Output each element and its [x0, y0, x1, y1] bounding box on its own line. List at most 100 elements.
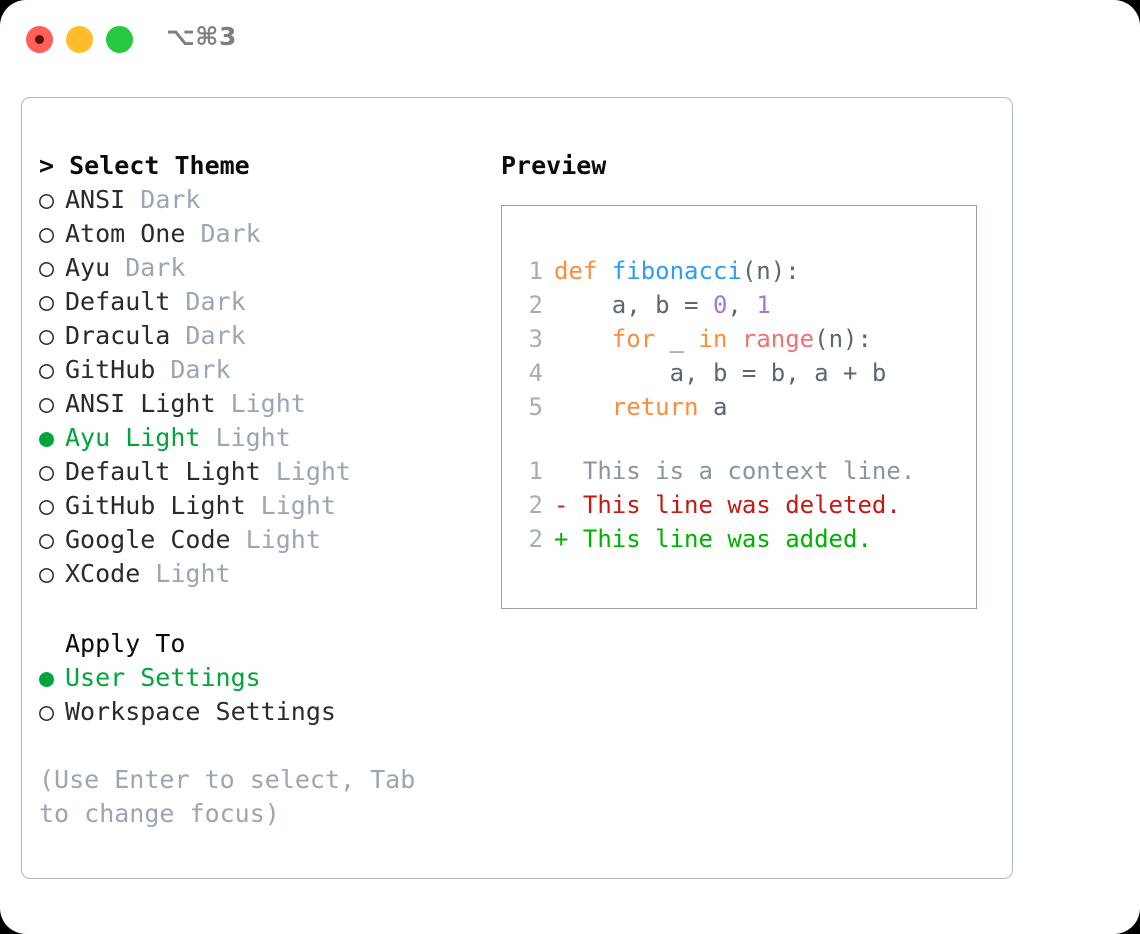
- apply-to-item-user-settings[interactable]: ● User Settings: [39, 661, 479, 695]
- theme-item-category: Light: [260, 457, 351, 486]
- code-line: 2 a, b = 0, 1: [515, 288, 970, 322]
- apply-to-title: Apply To: [65, 629, 186, 658]
- theme-item-category: Light: [245, 491, 336, 520]
- keyboard-hint: (Use Enter to select, Tab to change focu…: [39, 765, 416, 828]
- code-token: a, b =: [554, 291, 713, 319]
- code-line-number: 1: [528, 257, 543, 285]
- code-token: (n):: [814, 325, 872, 353]
- diff-line-add: 2+ This line was added.: [515, 522, 970, 556]
- code-line: 3 for _ in range(n):: [515, 322, 970, 356]
- radio-unselected-icon: ○: [39, 491, 55, 520]
- theme-item-atom-one[interactable]: ○Atom One Dark: [39, 217, 479, 251]
- theme-item-name: Dracula: [65, 321, 171, 350]
- diff-marker: +: [554, 525, 583, 553]
- theme-item-category: Dark: [125, 185, 201, 214]
- code-token: 0: [712, 291, 728, 319]
- diff-text: This line was added.: [582, 525, 872, 553]
- code-token: [554, 325, 612, 353]
- code-token: in: [698, 325, 728, 353]
- main-panel: > Select Theme ○ANSI Dark○Atom One Dark○…: [21, 97, 1013, 879]
- diff-line-ctx: 1 This is a context line.: [515, 454, 970, 488]
- theme-item-category: Light: [215, 389, 306, 418]
- theme-item-default[interactable]: ○Default Dark: [39, 285, 479, 319]
- theme-item-ayu[interactable]: ○ Ayu Dark: [39, 251, 479, 285]
- theme-item-google-code[interactable]: ○Google Code Light: [39, 523, 479, 557]
- keyboard-shortcut-label: ⌥⌘3: [166, 22, 237, 51]
- theme-item-github-light[interactable]: ○GitHub Light Light: [39, 489, 479, 523]
- diff-text: This line was deleted.: [582, 491, 901, 519]
- code-line-number: 4: [528, 359, 543, 387]
- diff-text: This is a context line.: [582, 457, 916, 485]
- code-token: for: [611, 325, 656, 353]
- theme-item-category: Dark: [170, 321, 246, 350]
- theme-list[interactable]: ○ANSI Dark○Atom One Dark○Ayu Dark○Defaul…: [39, 183, 479, 591]
- theme-item-ansi[interactable]: ○ ANSI Dark: [39, 183, 479, 217]
- close-dot[interactable]: [26, 26, 53, 53]
- window-controls[interactable]: [26, 26, 133, 53]
- diff-marker: -: [554, 491, 583, 519]
- code-token: a, b = b, a + b: [554, 359, 887, 387]
- diff-marker: [554, 457, 583, 485]
- apply-to-item-name: User Settings: [65, 663, 261, 692]
- code-token: range: [741, 325, 815, 353]
- theme-item-category: Dark: [110, 253, 186, 282]
- code-line: 4 a, b = b, a + b: [515, 356, 970, 390]
- code-token: 1: [756, 291, 771, 319]
- theme-item-category: Light: [200, 423, 291, 452]
- minimize-dot[interactable]: [66, 26, 93, 53]
- theme-item-default-light[interactable]: ○ Default Light Light: [39, 455, 479, 489]
- radio-unselected-icon: ○: [39, 457, 55, 486]
- radio-selected-icon: ●: [39, 663, 55, 692]
- preview-title: Preview: [501, 151, 607, 180]
- apply-to-list[interactable]: ● User Settings ○Workspace Settings: [39, 661, 479, 729]
- theme-item-ansi-light[interactable]: ○ANSI Light Light: [39, 387, 479, 421]
- radio-unselected-icon: ○: [39, 355, 55, 384]
- code-line: 1 def fibonacci(n):: [515, 254, 970, 288]
- theme-item-name: Ayu Light: [65, 423, 201, 452]
- theme-picker-column: > Select Theme ○ANSI Dark○Atom One Dark○…: [39, 149, 479, 831]
- theme-item-name: ANSI Light: [65, 389, 216, 418]
- maximize-dot[interactable]: [106, 26, 133, 53]
- prompt-caret-icon: >: [39, 151, 70, 180]
- diff-line-del: 2- This line was deleted.: [515, 488, 970, 522]
- radio-unselected-icon: ○: [39, 219, 55, 248]
- theme-item-name: XCode: [65, 559, 141, 588]
- code-token: fibonacci: [611, 257, 742, 285]
- theme-item-name: Default: [65, 287, 171, 316]
- theme-item-name: ANSI: [65, 185, 126, 214]
- theme-item-category: Dark: [155, 355, 231, 384]
- code-token: _: [655, 325, 699, 353]
- code-token: def: [554, 257, 598, 285]
- theme-item-ayu-light[interactable]: ● Ayu Light Light: [39, 421, 479, 455]
- code-line-number: 5: [528, 393, 543, 421]
- code-line: 5 return a: [515, 390, 970, 424]
- select-theme-header: > Select Theme: [39, 149, 479, 183]
- code-line-number: 2: [528, 291, 543, 319]
- theme-item-name: Default Light: [65, 457, 261, 486]
- radio-unselected-icon: ○: [39, 185, 55, 214]
- code-token: [597, 257, 611, 285]
- theme-item-github[interactable]: ○GitHub Dark: [39, 353, 479, 387]
- radio-unselected-icon: ○: [39, 525, 55, 554]
- code-line-number: 3: [528, 325, 543, 353]
- theme-item-dracula[interactable]: ○ Dracula Dark: [39, 319, 479, 353]
- radio-unselected-icon: ○: [39, 253, 55, 282]
- theme-item-xcode[interactable]: ○ XCode Light: [39, 557, 479, 591]
- code-token: (n):: [741, 257, 800, 285]
- theme-item-name: Ayu: [65, 253, 111, 282]
- apply-to-item-name: Workspace Settings: [65, 697, 336, 726]
- theme-item-name: Google Code: [65, 525, 231, 554]
- radio-selected-icon: ●: [39, 423, 55, 452]
- select-theme-label: Select Theme: [69, 151, 250, 180]
- radio-unselected-icon: ○: [39, 559, 55, 588]
- apply-to-item-workspace-settings[interactable]: ○Workspace Settings: [39, 695, 479, 729]
- theme-item-category: Dark: [170, 287, 246, 316]
- theme-item-category: Light: [140, 559, 231, 588]
- radio-unselected-icon: ○: [39, 321, 55, 350]
- code-token: a: [698, 393, 728, 421]
- diff-separator: [515, 424, 970, 454]
